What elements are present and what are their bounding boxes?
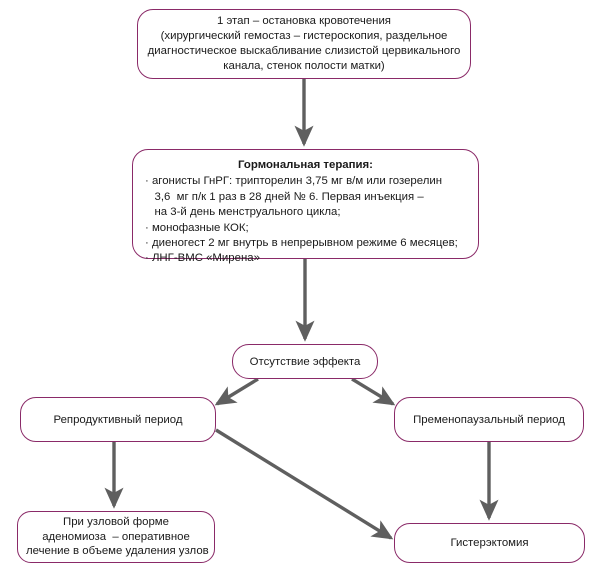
node-hysterectomy: Гистерэктомия — [394, 523, 585, 563]
edge-noeffect-to-premenopausal — [351, 377, 396, 406]
nodular-line-2: аденомиоза – оперативное — [42, 530, 190, 543]
edge-noeffect-to-reproductive — [214, 377, 259, 406]
hormonal-line-2: 3,6 мг п/к 1 раз в 28 дней № 6. Первая и… — [145, 190, 424, 203]
node-nodular-adenomyosis: При узловой форме аденомиоза – оперативн… — [17, 511, 215, 563]
nodular-line-1: При узловой форме — [63, 516, 169, 529]
hysterectomy-label: Гистерэктомия — [450, 537, 529, 549]
node-stage1: 1 этап – остановка кровотечения (хирурги… — [137, 9, 471, 79]
stage1-line-4: канала, стенок полости матки) — [223, 60, 385, 73]
node-premenopausal-period: Пременопаузальный период — [394, 397, 584, 442]
edge-reproductive-to-hysterectomy — [215, 428, 394, 540]
hormonal-line-6: · ЛНГ-ВМС «Мирена» — [145, 252, 260, 265]
stage1-line-2: (хирургический гемостаз – гистероскопия,… — [160, 29, 448, 42]
hormonal-line-3: на 3-й день менструального цикла; — [145, 206, 341, 219]
hormonal-line-5: · диеногест 2 мг внутрь в непрерывном ре… — [145, 237, 458, 250]
hormonal-line-4: · монофазные КОК; — [145, 221, 249, 234]
hormonal-title: Гормональная терапия: — [238, 159, 373, 171]
stage1-line-1: 1 этап – остановка кровотечения — [217, 14, 391, 27]
reproductive-period-label: Репродуктивный период — [53, 413, 183, 426]
node-hormonal-therapy: Гормональная терапия: · агонисты ГнРГ: т… — [132, 149, 479, 264]
nodular-line-3: лечение в объеме удаления узлов — [26, 545, 209, 558]
node-reproductive-period: Репродуктивный период — [20, 397, 216, 442]
stage1-line-3: диагностическое выскабливание слизистой … — [147, 45, 461, 57]
hormonal-line-1: · агонисты ГнРГ: трипторелин 3,75 мг в/м… — [145, 175, 442, 188]
premenopausal-period-label: Пременопаузальный период — [413, 413, 565, 426]
node-no-effect: Отсутствие эффекта — [232, 344, 378, 379]
no-effect-label: Отсутствие эффекта — [249, 355, 361, 368]
